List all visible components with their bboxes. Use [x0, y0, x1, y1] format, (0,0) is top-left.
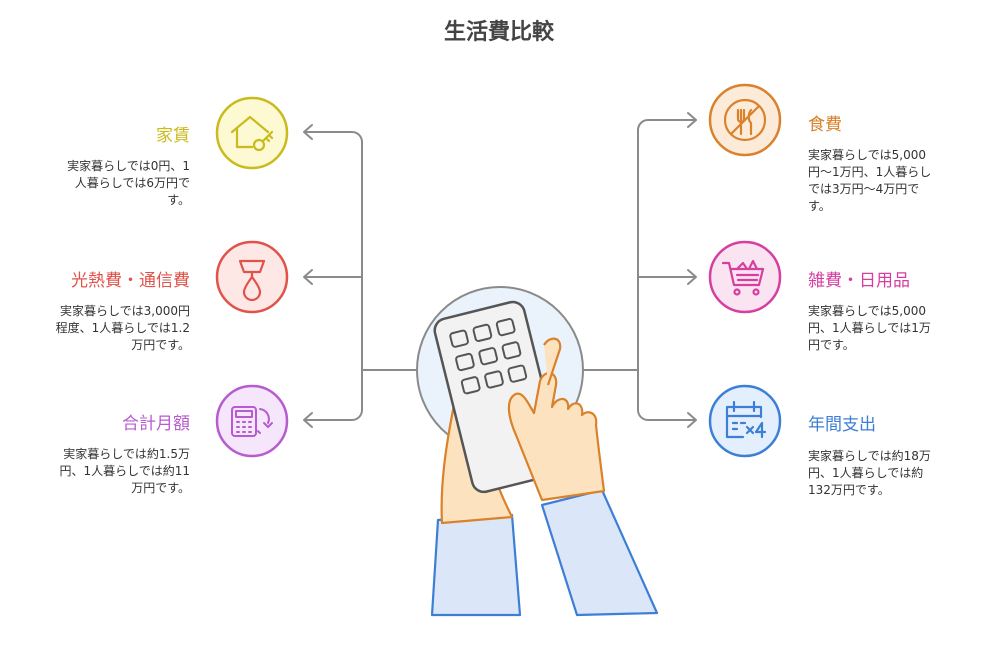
- food-title: 食費: [808, 115, 842, 135]
- lamp-icon: [215, 240, 289, 314]
- daily-goods-description: 実家暮らしでは5,000 円、1人暮らしでは1万 円です。: [808, 304, 931, 352]
- monthly-total-title: 合計月額: [122, 414, 190, 434]
- house-key-icon: [215, 96, 289, 170]
- utilities-title: 光熱費・通信費: [71, 271, 190, 291]
- annual-spending-title: 年間支出: [808, 415, 876, 435]
- calculator-refresh-icon: [215, 384, 289, 458]
- page-title: 生活費比較: [443, 20, 554, 45]
- food-description: 実家暮らしでは5,000 円〜1万円、1人暮らし では3万円〜4万円で す。: [808, 148, 932, 213]
- calendar-x4-icon: [708, 384, 782, 458]
- rent-title: 家賃: [156, 126, 190, 146]
- no-dining-icon: [708, 83, 782, 157]
- daily-goods-title: 雑費・日用品: [808, 271, 910, 291]
- hands-calculator-icon: [416, 286, 659, 617]
- shopping-cart-icon: [708, 240, 782, 314]
- rent-description: 実家暮らしでは0円、1 人暮らしでは6万円で す。: [67, 159, 190, 207]
- monthly-total-description: 実家暮らしでは約1.5万 円、1人暮らしでは約11 万円です。: [59, 447, 190, 495]
- utilities-description: 実家暮らしでは3,000円 程度、1人暮らしでは1.2 万円です。: [55, 304, 190, 352]
- annual-spending-description: 実家暮らしでは約18万 円、1人暮らしでは約 132万円です。: [808, 449, 931, 497]
